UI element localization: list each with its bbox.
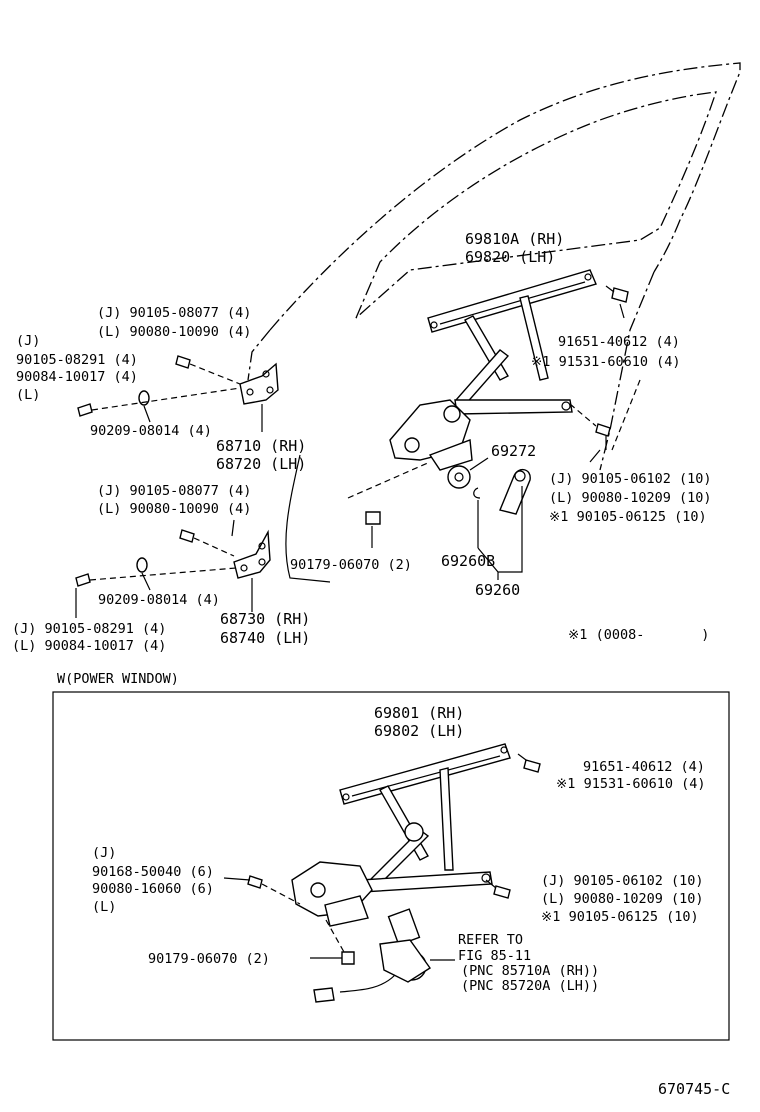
refer-label-4: (PNC 85720A (LH)) <box>461 978 599 994</box>
bolt-left-upper <box>77 387 241 417</box>
bolt-right-mid <box>569 379 641 463</box>
washer-upper-label: 90209-08014 (4) <box>90 423 212 439</box>
nut-center-label: 90179-06070 (2) <box>290 557 412 573</box>
hinge-upper-label-lh: 68720 (LH) <box>216 455 306 473</box>
lower-hinge <box>233 529 271 612</box>
bolt-right-upper <box>605 285 629 319</box>
applicability-note: ※1 (0008- ) <box>568 627 709 643</box>
lower-hinge-bolt-label-1: (J) 90105-08077 (4) <box>97 483 251 499</box>
power-bolt-right-top <box>517 753 541 773</box>
hinge-lower-label-lh: 68740 (LH) <box>220 629 310 647</box>
bolt-hinge-upper <box>175 355 241 385</box>
bolt-right-top-label-2: ※1 91531-60610 (4) <box>531 354 680 370</box>
bolt-left-lower <box>75 567 237 618</box>
power-nut-label: 90179-06070 (2) <box>148 951 270 967</box>
window-handle <box>473 469 531 580</box>
lower-hinge-bolt-label-2: (L) 90080-10090 (4) <box>97 501 251 517</box>
power-window-box <box>52 691 730 1041</box>
power-bolt-mid-label-1: (J) 90105-06102 (10) <box>541 873 704 889</box>
power-regulator-label-lh: 69802 (LH) <box>374 722 464 740</box>
power-bolt-left-label-1: 90168-50040 (6) <box>92 864 214 880</box>
power-window-title: W(POWER WINDOW) <box>57 671 179 687</box>
power-nut <box>310 919 355 965</box>
power-window-motor <box>313 908 455 1003</box>
power-bolt-mid-label-3: ※1 90105-06125 (10) <box>541 909 699 925</box>
refer-label-3: (PNC 85710A (RH)) <box>461 963 599 979</box>
manual-regulator <box>389 269 597 471</box>
left-bolt-upper-label-2: 90084-10017 (4) <box>16 369 138 385</box>
bolt-right-mid-label-3: ※1 90105-06125 (10) <box>549 509 707 525</box>
hinge-lower-label-rh: 68730 (RH) <box>220 610 310 628</box>
left-bolt-lower-label-1: (J) 90105-08291 (4) <box>12 621 166 637</box>
left-bolt-lower-label-2: (L) 90084-10017 (4) <box>12 638 166 654</box>
handle-label-a: 69260B <box>441 552 495 570</box>
upper-labels: 69810A (RH) 69820 (LH) 91651-40612 (4) ※… <box>12 230 712 654</box>
power-bolt-right-mid <box>485 879 511 899</box>
washer-upper <box>138 390 151 423</box>
refer-label-1: REFER TO <box>458 932 523 948</box>
nut-center <box>347 461 431 548</box>
regulator-label-lh: 69820 (LH) <box>465 248 555 266</box>
power-bolt-top-label-1: 91651-40612 (4) <box>583 759 705 775</box>
bolt-right-mid-label-1: (J) 90105-06102 (10) <box>549 471 712 487</box>
washer-lower-label: 90209-08014 (4) <box>98 592 220 608</box>
hinge-upper-label-rh: 68710 (RH) <box>216 437 306 455</box>
bolt-right-mid-label-2: (L) 90080-10209 (10) <box>549 490 712 506</box>
power-bolt-top-label-2: ※1 91531-60610 (4) <box>556 776 705 792</box>
washer-lower <box>136 557 151 591</box>
refer-label-2: FIG 85-11 <box>458 948 531 964</box>
regulator-label-rh: 69810A (RH) <box>465 230 564 248</box>
handle-label-b: 69260 <box>475 581 520 599</box>
bolt-right-top-label-1: 91651-40612 (4) <box>558 334 680 350</box>
power-bolt-left-label-2: 90080-16060 (6) <box>92 881 214 897</box>
upper-hinge-bolt-label-2: (L) 90080-10090 (4) <box>97 324 251 340</box>
power-bolt-left <box>223 875 301 905</box>
door-frame-outline <box>247 62 741 583</box>
left-bolt-upper-j: (J) <box>16 333 40 349</box>
bolt-hinge-lower <box>179 519 235 557</box>
gear-69272 <box>447 457 489 489</box>
left-bolt-upper-label-1: 90105-08291 (4) <box>16 352 138 368</box>
power-regulator <box>291 743 511 927</box>
gear-label: 69272 <box>491 442 536 460</box>
left-bolt-upper-l: (L) <box>16 387 40 403</box>
power-bolt-left-j: (J) <box>92 845 116 861</box>
power-regulator-label-rh: 69801 (RH) <box>374 704 464 722</box>
power-bolt-left-l: (L) <box>92 899 116 915</box>
upper-hinge-bolt-label-1: (J) 90105-08077 (4) <box>97 305 251 321</box>
power-window-labels: 69801 (RH) 69802 (LH) 91651-40612 (4) ※1… <box>92 704 705 994</box>
figure-id: 670745-C <box>658 1080 730 1098</box>
power-bolt-mid-label-2: (L) 90080-10209 (10) <box>541 891 704 907</box>
upper-hinge <box>239 362 279 432</box>
